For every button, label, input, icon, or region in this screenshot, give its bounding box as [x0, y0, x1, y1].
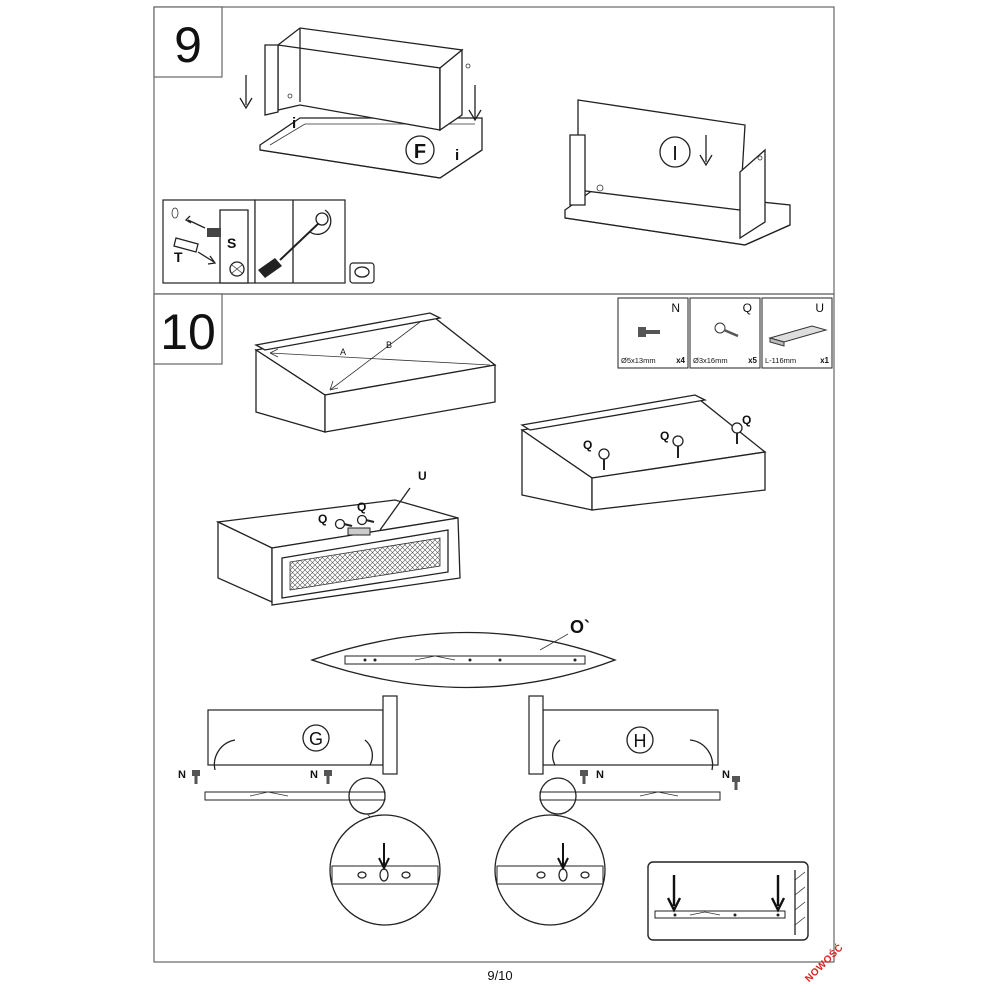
part-N-letter: N	[671, 301, 680, 315]
label-N-4: N	[722, 769, 730, 781]
label-G: G	[309, 729, 323, 749]
screw-Q-icon	[714, 322, 739, 338]
label-Q-4: Q	[318, 512, 327, 526]
label-i-right: i	[455, 147, 459, 164]
side-panel-G-illustration: G N N	[178, 695, 441, 926]
label-N-3: N	[596, 769, 604, 781]
part-U-letter: U	[815, 301, 824, 315]
diagonal-A: A	[340, 347, 346, 357]
part-N-qty: x4	[676, 356, 685, 365]
drawer-front-handle-illustration: Q Q U	[215, 469, 461, 606]
label-Q-5: Q	[357, 500, 366, 514]
part-Q-letter: Q	[743, 301, 752, 315]
label-U: U	[418, 469, 427, 483]
part-Q-spec: Ø3x16mm	[693, 356, 728, 365]
tape-roll-icon	[349, 262, 375, 284]
screw-N-2-icon	[324, 770, 332, 784]
label-T: T	[174, 249, 183, 265]
side-panel-H-illustration: H N N	[494, 695, 740, 926]
part-U-spec: L-116mm	[765, 356, 796, 365]
cam-fitting-detail-box: S T	[162, 199, 346, 284]
screw-Q-5-icon	[356, 514, 375, 526]
step-10-number: 10	[160, 304, 216, 360]
label-Q-2: Q	[660, 429, 669, 443]
label-S: S	[227, 235, 236, 251]
label-Q-1: Q	[583, 438, 592, 452]
step-10-panel: 10 N Q U Ø5x13mm x4 Ø3x16mm x5 L-116mm	[153, 293, 835, 963]
step-9-number: 9	[174, 17, 202, 73]
label-N-1: N	[178, 769, 186, 781]
runner-screw-detail-box	[647, 861, 809, 941]
step-9-panel: 9 i i F	[153, 6, 835, 295]
diagonal-B: B	[386, 340, 392, 350]
screw-Q-2-icon	[672, 435, 684, 458]
label-Q-3: Q	[742, 413, 751, 427]
screw-Q-1-icon	[598, 448, 610, 470]
drawer-bottom-screws-illustration: Q Q Q	[520, 394, 767, 511]
label-N-2: N	[310, 769, 318, 781]
page-number: 9/10	[487, 968, 513, 983]
label-H: H	[634, 731, 647, 751]
screw-N-1-icon	[192, 770, 200, 784]
back-panel-insert-illustration: I	[564, 99, 791, 246]
part-U-qty: x1	[820, 356, 829, 365]
screw-Q-3-icon	[731, 422, 743, 444]
screw-N-icon	[638, 327, 660, 337]
part-N-spec: Ø5x13mm	[621, 356, 656, 365]
screw-N-4-icon	[732, 776, 740, 790]
carcass-onto-base-illustration: i i F	[239, 27, 483, 179]
handle-U-icon	[768, 325, 828, 347]
part-Q-qty: x5	[748, 356, 757, 365]
parts-table: N Q U Ø5x13mm x4 Ø3x16mm x5 L-116mm x1	[617, 297, 833, 369]
label-O-prime: O`	[570, 617, 590, 637]
screw-N-3-icon	[580, 770, 588, 784]
runner-O-illustration: O`	[310, 617, 617, 689]
label-F: F	[414, 141, 426, 163]
label-I: I	[672, 143, 678, 165]
drawer-square-check-illustration: A B	[254, 312, 497, 433]
screw-Q-4-icon	[334, 518, 353, 530]
label-i-left: i	[292, 115, 296, 132]
